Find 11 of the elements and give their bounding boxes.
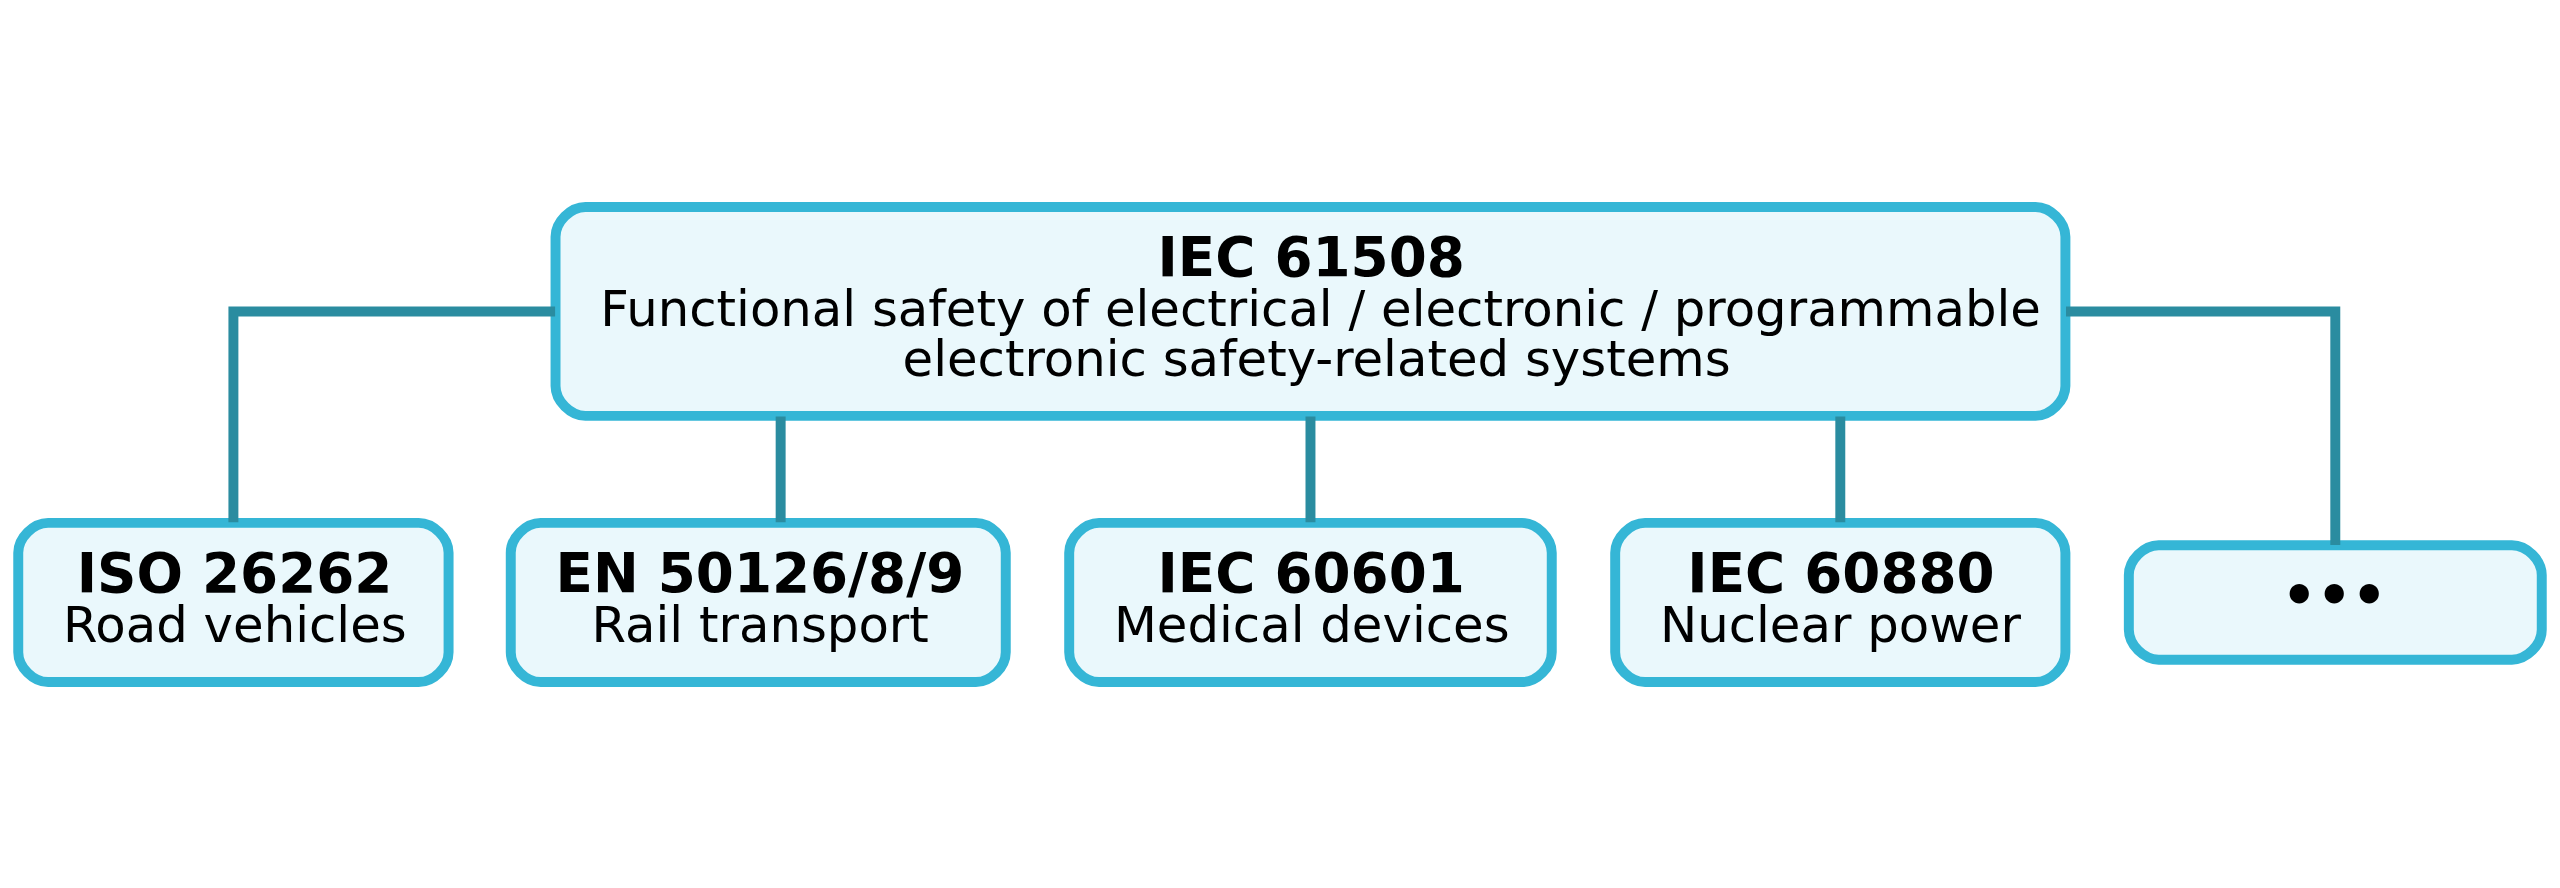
node-box: IEC 61508 Functional safety of electrical / electronic / programmable electronic safety-related systems: [550, 201, 2071, 421]
connector: [228, 305, 556, 522]
connector: [2066, 305, 2341, 545]
node-box: •••: [2123, 539, 2547, 665]
connector: [1835, 416, 1846, 522]
node-box: IEC 60880 Nuclear power: [1610, 517, 2071, 687]
node-box: ISO 26262 Road vehicles: [13, 517, 454, 687]
node-box: IEC 60601 Medical devices: [1064, 517, 1557, 687]
connector: [775, 416, 786, 522]
connector: [1305, 416, 1316, 522]
node-box: EN 50126/8/9 Rail transport: [505, 517, 1011, 687]
